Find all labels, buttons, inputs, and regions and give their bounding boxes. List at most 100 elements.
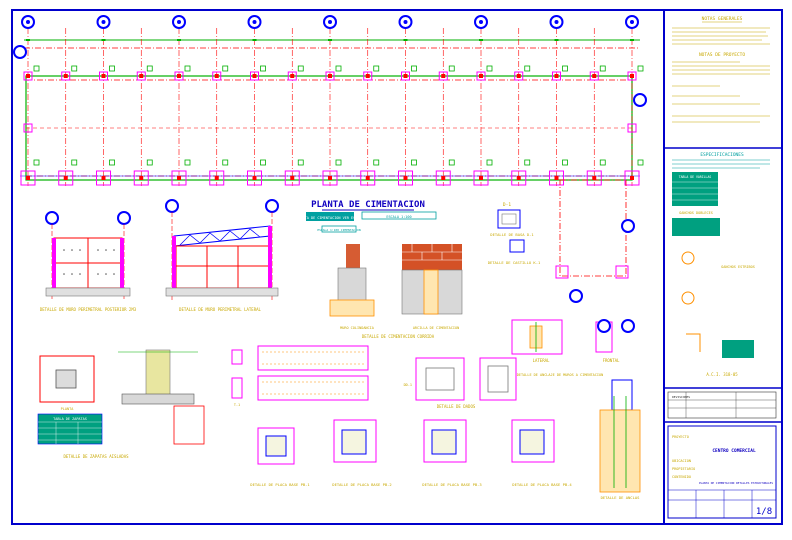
column (403, 176, 408, 180)
detail-caption: DETALLE DE CIMENTACION CORRIDA (362, 334, 435, 339)
detail-caption: DETALLE DE CASTILLO K-1 (488, 260, 541, 265)
axis-bubble (621, 319, 635, 333)
svg-text:UBICACION: UBICACION (672, 459, 691, 463)
perimeter-wall-lateral-detail: DETALLE DE MURO PERIMETRAL LATERAL (165, 199, 279, 312)
axis-bubble-dot (630, 20, 634, 24)
svg-text:GANCHOS ESTRIBOS: GANCHOS ESTRIBOS (721, 265, 755, 269)
axis-bubble (45, 211, 59, 225)
axis-bubble-dot (252, 20, 257, 24)
column-footing (322, 170, 338, 186)
svg-text:DETALLE DE PLACA BASE PB-1: DETALLE DE PLACA BASE PB-1 (250, 482, 310, 487)
svg-text:REVISIONES: REVISIONES (672, 395, 690, 399)
svg-text:PROYECTO: PROYECTO (672, 435, 689, 439)
column (592, 74, 597, 78)
svg-text:PROPIETARIO: PROPIETARIO (672, 467, 695, 471)
column-footing (209, 170, 225, 186)
perimeter-wall-posterior-detail: DETALLE DE MURO PERIMETRAL POSTERIOR 2M3 (40, 211, 137, 312)
svg-text:TABLA DE VARILLAS: TABLA DE VARILLAS (679, 175, 712, 179)
axis-bubble (117, 211, 131, 225)
footing-tag (33, 159, 40, 166)
footing-section (121, 393, 195, 405)
axis-bubble-dot (177, 20, 181, 24)
column (516, 176, 521, 180)
footing-tag (335, 65, 342, 72)
axis-bubble-dot (101, 20, 106, 24)
footing-plan-view (39, 355, 95, 403)
revisions-table (667, 391, 777, 419)
brick-wall (346, 244, 360, 268)
rebar-table (672, 172, 718, 206)
column (479, 74, 483, 78)
column-footing (23, 123, 33, 133)
column-footing (589, 71, 599, 81)
svg-text:T-1: T-1 (234, 403, 240, 407)
axis-bubble (13, 45, 27, 59)
pier-plan (415, 357, 465, 401)
wall-anchorage-detail: LATERAL FRONTAL DETALLE DE ANCLAJE DE MU… (511, 319, 620, 377)
project-notes-lines (672, 61, 770, 123)
project-name: CENTRO COMERCIAL (712, 448, 756, 454)
base-plate-pb2: DETALLE DE PLACA BASE PB-2 (332, 419, 392, 487)
axis-bubble (621, 219, 635, 233)
column-footing (284, 170, 300, 186)
column-footing (58, 170, 74, 186)
column-footing (20, 170, 36, 186)
beam-t1-detail: T-1 (231, 345, 369, 407)
column-footing (212, 71, 222, 81)
axis-bubble-dot (479, 20, 483, 24)
footing-tag (260, 159, 266, 166)
annex-outline (559, 179, 627, 277)
footing-schedule-table (37, 413, 103, 445)
beam-d1-detail: D-1 DETALLE DE BASA D-1 DETALLE DE CASTI… (488, 202, 541, 265)
wall-footing (45, 287, 131, 297)
detail-caption: DETALLE DE ANCLAS (601, 495, 641, 500)
column (63, 176, 68, 180)
plan-note-box (306, 212, 354, 221)
column (630, 74, 634, 78)
column-footing (360, 170, 376, 186)
svg-text:D-1: D-1 (503, 202, 511, 208)
footing-tag (109, 65, 115, 72)
column (592, 176, 597, 180)
footing-tag (222, 65, 229, 72)
column-footing (136, 71, 146, 81)
svg-text:A.C.I. 318-05: A.C.I. 318-05 (706, 372, 738, 377)
isolated-footing-detail: PLANTA TABLA DE ZAPATAS DETALLE DE ZAPAT… (37, 349, 205, 459)
column-footing (401, 71, 410, 81)
footing-tag (373, 159, 380, 166)
specification-lines (672, 159, 770, 169)
column (26, 74, 30, 78)
pier-cap-detail: DD-1 DETALLE DE DADOS (404, 357, 517, 409)
plan-note-text: NOTA DE CIMENTACION VER ESP. (300, 216, 359, 220)
column-footing (325, 71, 335, 81)
column-footing (627, 71, 637, 81)
column (252, 74, 257, 78)
footing-tag (109, 159, 115, 166)
column-footing (627, 123, 637, 133)
column (177, 176, 181, 180)
column-footing (586, 170, 602, 186)
svg-text:DETALLE DE PLACA BASE PB-2: DETALLE DE PLACA BASE PB-2 (332, 482, 391, 487)
column-footing (473, 170, 489, 186)
plan-grid (13, 15, 647, 186)
footing-tag (411, 65, 417, 72)
plan-title: PLANTA DE CIMENTACION (311, 200, 425, 210)
anchor-bolt-detail: DETALLE DE ANCLAS (599, 379, 641, 500)
column (554, 74, 559, 78)
axis-bubble-dot (328, 20, 332, 24)
side-panel: NOTAS GENERALES NOTAS DE PROYECTO ESPECI… (664, 16, 782, 519)
sub-caption-left: MURO COLINDANCIA (340, 326, 375, 330)
wall-footing (165, 287, 279, 297)
base-plate-details: DETALLE DE PLACA BASE PB-1 DETALLE DE PL… (250, 419, 572, 487)
footing-tag (524, 65, 531, 72)
svg-text:PLANTA DE CIMENTACION DETALLES: PLANTA DE CIMENTACION DETALLES ESTRUCTUR… (699, 481, 773, 485)
annex-footing (615, 265, 629, 279)
column-footing (174, 71, 184, 81)
footing-tag (411, 159, 417, 166)
column-footing (23, 71, 33, 81)
detail-caption: DETALLE DE BASA D-1 (490, 232, 534, 237)
svg-text:DD-1: DD-1 (404, 383, 412, 387)
detail-caption: DETALLE DE ANCLAJE DE MUROS A CIMENTACIO… (517, 373, 603, 377)
axis-bubble (633, 93, 647, 107)
axis-bubble (597, 319, 611, 333)
